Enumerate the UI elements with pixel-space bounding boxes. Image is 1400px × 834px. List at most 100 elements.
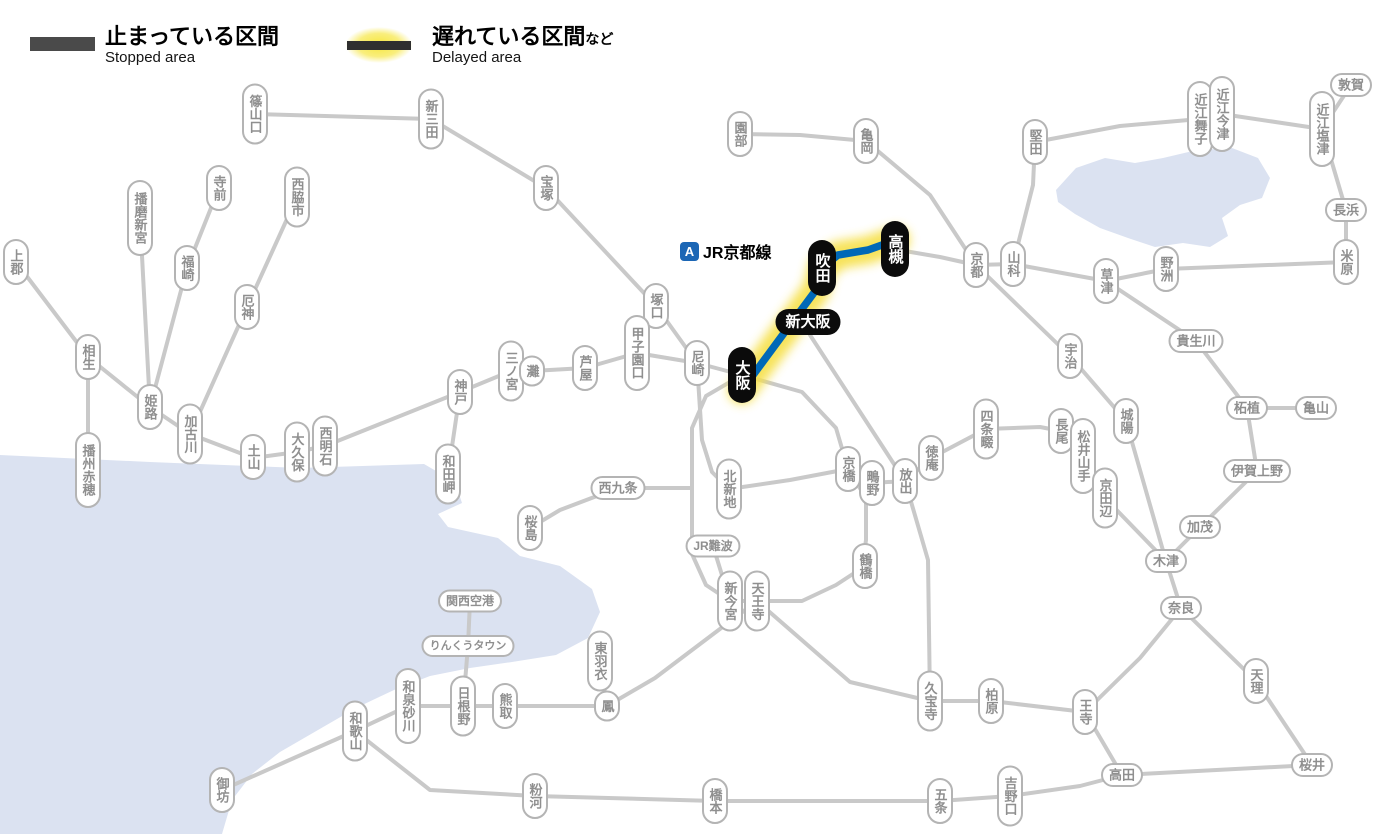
rail-line [974, 263, 1168, 563]
station-pill: 近江塩津 [1309, 91, 1335, 167]
station-name: 鳳 [600, 699, 615, 714]
station-pill-bg [75, 432, 101, 508]
station-pill-bg [852, 543, 878, 589]
legend-delayed-label-en: Delayed area [432, 49, 522, 67]
station-pill: 上郡 [3, 239, 29, 285]
station-pill-bg [1168, 329, 1224, 353]
rail-line [1120, 606, 1314, 777]
station-pill-bg [744, 570, 770, 632]
station-pill-bg [1309, 91, 1335, 167]
station-name: 関西空港 [446, 593, 495, 608]
station-pill-bg [997, 765, 1023, 827]
station-pill: 東羽衣 [587, 630, 613, 692]
station-name: 園部 [733, 120, 748, 148]
station-name: 敦賀 [1338, 78, 1364, 93]
station-name: 新大阪 [785, 313, 831, 331]
station-name: 芦屋 [578, 354, 593, 382]
station-name: 桜島 [523, 514, 538, 542]
station-pill: 新三田 [418, 88, 444, 150]
station-pill-bg [284, 166, 310, 228]
rail-line [148, 186, 221, 409]
station-pill-bg [209, 767, 235, 813]
station-pill-bg [1330, 73, 1372, 97]
delayed-area-swatch [336, 24, 422, 66]
station-name: 草津 [1099, 267, 1114, 295]
station-pill: 和田岬 [435, 443, 461, 505]
station-pill: 鶴橋 [852, 543, 878, 589]
station-pill-bg [177, 403, 203, 465]
station-pill: 長浜 [1325, 198, 1367, 222]
station-pill: 加古川 [177, 403, 203, 465]
station-name: 和泉砂川 [401, 679, 417, 732]
station-name: 大久保 [290, 432, 306, 473]
station-pill: 亀岡 [853, 118, 879, 164]
station-name: 西九条 [598, 481, 638, 496]
station-name: 西明石 [318, 427, 334, 467]
station-name: 高槻 [887, 233, 904, 265]
station-pill-bg [438, 589, 502, 613]
station-pill: 高田 [1101, 763, 1143, 787]
station-pill: 大久保 [284, 421, 310, 483]
station-pill: 芦屋 [572, 345, 598, 391]
station-pill: 御坊 [209, 767, 235, 813]
water-body [1056, 148, 1270, 247]
station-pill-bg [1160, 596, 1202, 620]
station-name: 日根野 [456, 687, 471, 727]
station-pill-bg [917, 670, 943, 732]
station-pill: 尼崎 [684, 340, 710, 386]
highlighted-station-pill: 新大阪 [775, 309, 841, 335]
station-pill-bg [973, 398, 999, 460]
legend-delayed-label-jp: 遅れている区間など [432, 24, 613, 50]
station-pill-bg [881, 221, 909, 277]
station-pill: 木津 [1145, 549, 1187, 573]
station-pill: 和泉砂川 [395, 668, 421, 744]
station-pill: 粉河 [522, 773, 548, 819]
station-name: 亀岡 [859, 127, 874, 155]
station-pill: 鴫野 [859, 460, 885, 506]
station-pill-bg [519, 355, 545, 387]
station-name: 西脇市 [290, 178, 305, 218]
station-pill-bg [702, 778, 728, 824]
station-pill-bg [727, 111, 753, 157]
station-pill-bg [918, 435, 944, 481]
highlighted-station-pill: 吹田 [808, 240, 836, 296]
station-name: 城陽 [1119, 407, 1134, 435]
station-pill-bg [1209, 76, 1235, 152]
station-name: 徳庵 [924, 444, 940, 472]
station-pill-bg [1226, 396, 1268, 420]
station-name: 亀山 [1303, 401, 1329, 416]
legend-delayed-label-main: 遅れている区間 [432, 24, 586, 49]
station-pill-bg [590, 476, 646, 500]
station-pill: 新今宮 [717, 570, 743, 632]
station-pill: 亀山 [1295, 396, 1337, 420]
station-name: 加古川 [183, 415, 199, 454]
rail-line [808, 333, 907, 483]
station-pill: 京都 [963, 242, 989, 288]
station-name: 灘 [525, 364, 540, 379]
station-pill: 徳庵 [918, 435, 944, 481]
station-pill: 灘 [519, 355, 545, 387]
station-name: 土山 [246, 443, 261, 471]
station-pill: 城陽 [1113, 398, 1139, 444]
station-name: 東羽衣 [593, 641, 608, 682]
station-pill-bg [242, 83, 268, 145]
station-pill-bg [716, 458, 742, 520]
jr-kyoto-line-badge: A JR京都線 [676, 238, 776, 264]
station-pill-bg [517, 505, 543, 551]
station-name: 京都 [969, 251, 985, 279]
station-name: 加茂 [1186, 520, 1213, 535]
station-pill: 寺前 [206, 165, 232, 211]
station-pill-bg [572, 345, 598, 391]
station-name: 鴫野 [865, 469, 880, 497]
station-pill-bg [75, 334, 101, 380]
rail-line [220, 729, 357, 792]
station-name: 松井山手 [1076, 429, 1091, 483]
station-pill: 播磨新宮 [127, 180, 153, 256]
station-pill-bg [284, 421, 310, 483]
station-name: 相生 [81, 343, 96, 370]
station-pill: 土山 [240, 434, 266, 480]
station-pill: 宝塚 [533, 165, 559, 211]
station-pill-bg [342, 700, 368, 762]
station-pill: 桜島 [517, 505, 543, 551]
station-name: 福崎 [180, 254, 196, 282]
